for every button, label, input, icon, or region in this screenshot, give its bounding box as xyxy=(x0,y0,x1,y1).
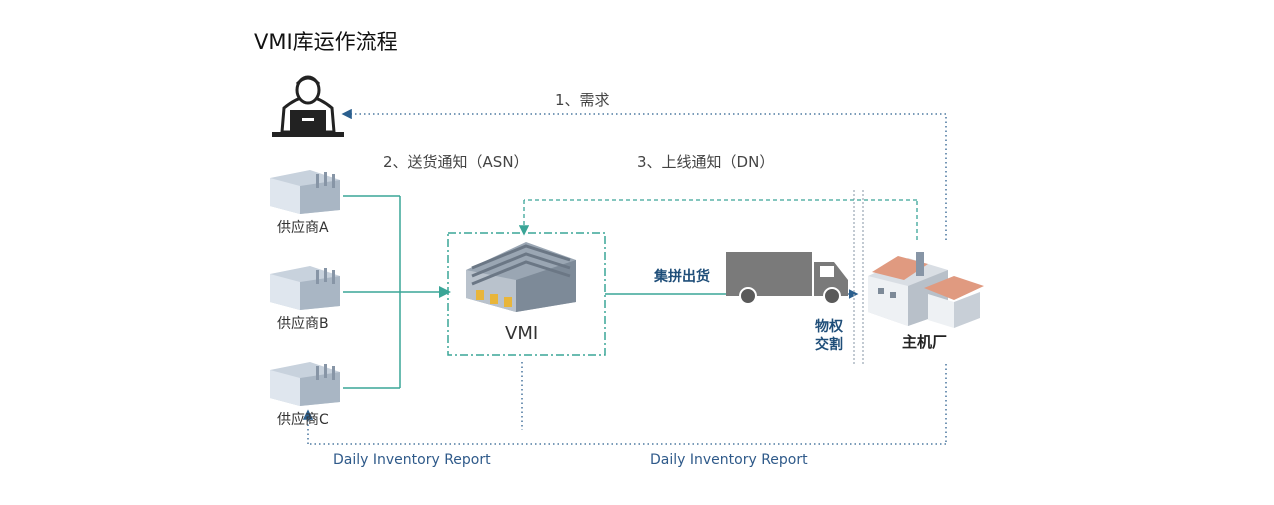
oem-label: 主机厂 xyxy=(902,333,948,351)
demand-flow xyxy=(341,108,947,240)
truck-icon xyxy=(726,252,859,305)
vmi-label: VMI xyxy=(505,323,539,344)
plant-building-icon xyxy=(868,252,984,328)
step-dn-label: 3、上线通知（DN） xyxy=(637,153,775,171)
factory-icon xyxy=(270,362,340,406)
daily-report-left: Daily Inventory Report xyxy=(333,452,491,468)
step-asn-label: 2、送货通知（ASN） xyxy=(383,153,529,171)
supplier-b-label: 供应商B xyxy=(277,316,329,332)
ownership-label-line1: 物权 xyxy=(815,319,843,335)
dn-flow xyxy=(518,199,918,240)
user-at-computer-icon xyxy=(272,75,344,137)
ownership-boundary xyxy=(853,190,864,366)
supplier-c-label: 供应商C xyxy=(277,412,329,428)
inventory-report-flow xyxy=(302,362,947,445)
ownership-label-line2: 交割 xyxy=(815,337,843,353)
vmi-box xyxy=(447,232,606,356)
supplier-a-label: 供应商A xyxy=(277,220,329,236)
step-demand-label: 1、需求 xyxy=(555,91,610,109)
factory-icon xyxy=(270,170,340,214)
page-title: VMI库运作流程 xyxy=(254,30,398,54)
consolidated-shipment-label: 集拼出货 xyxy=(654,269,710,285)
daily-report-right: Daily Inventory Report xyxy=(650,452,808,468)
factory-icon xyxy=(270,266,340,310)
warehouse-icon xyxy=(466,242,576,312)
supplier-connector xyxy=(343,195,451,389)
